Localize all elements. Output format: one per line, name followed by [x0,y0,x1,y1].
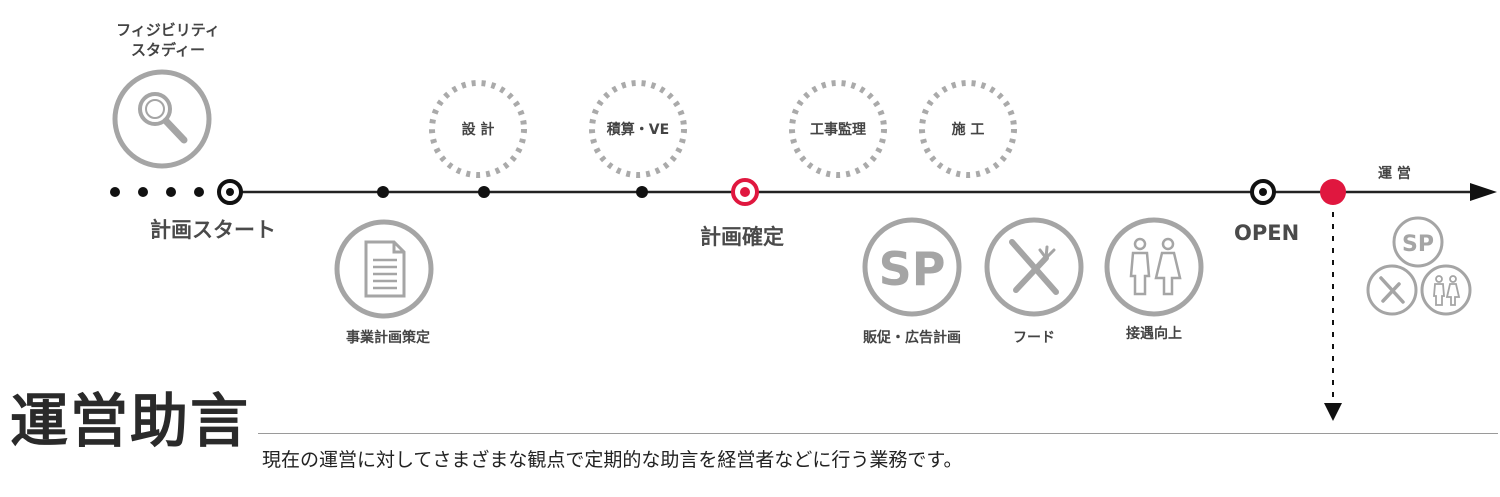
section-divider [258,433,1498,434]
phase-design-label: 設 計 [461,122,495,138]
step-dot-1 [377,186,389,198]
food-label: フード [1013,330,1055,346]
phase-circles [429,80,1017,178]
fork-knife-icon [984,217,1084,317]
feasibility-label: フィジビリティ スタディー [116,20,220,60]
open-marker [1250,179,1276,205]
business-plan-label: 事業計画策定 [346,330,430,346]
leading-dots [110,187,204,197]
small-fork-knife-icon [1366,264,1418,316]
section-title: 運営助言 [10,387,251,455]
step-dot-2 [478,186,490,198]
small-people-icon [1420,264,1472,316]
start-label: 計画スタート [150,218,276,242]
operation-label: 運 営 [1378,166,1411,182]
magnifier-icon [112,69,212,169]
hospitality-label: 接遇向上 [1126,326,1182,342]
start-marker [217,179,243,205]
promotion-label: 販促・広告計画 [863,330,961,346]
phase-construction-label: 施 工 [951,122,985,138]
section-description: 現在の運営に対してさまざまな観点で定期的な助言を経営者などに行う業務です。 [262,449,963,471]
timeline-arrowhead [1470,183,1497,201]
estimate-circle [589,80,687,178]
feasibility-line1: フィジビリティ [116,21,220,39]
sp-text: SP [879,242,946,296]
small-sp-icon: SP [1392,216,1444,268]
open-label: OPEN [1234,221,1300,245]
confirm-marker [731,178,759,206]
supervision-circle [789,80,887,178]
feasibility-line2: スタディー [131,41,205,59]
sp-icon: SP [862,217,962,317]
operation-marker [1320,179,1346,205]
confirm-label: 計画確定 [700,225,784,249]
phase-estimate-label: 積算・VE [606,122,670,138]
phase-supervision-label: 工事監理 [810,122,866,138]
small-sp-text: SP [1402,232,1434,257]
design-circle [429,80,527,178]
document-icon [334,219,434,319]
people-icon [1104,217,1204,317]
construction-circle [919,80,1017,178]
step-dot-3 [636,186,648,198]
down-arrowhead [1324,403,1342,421]
